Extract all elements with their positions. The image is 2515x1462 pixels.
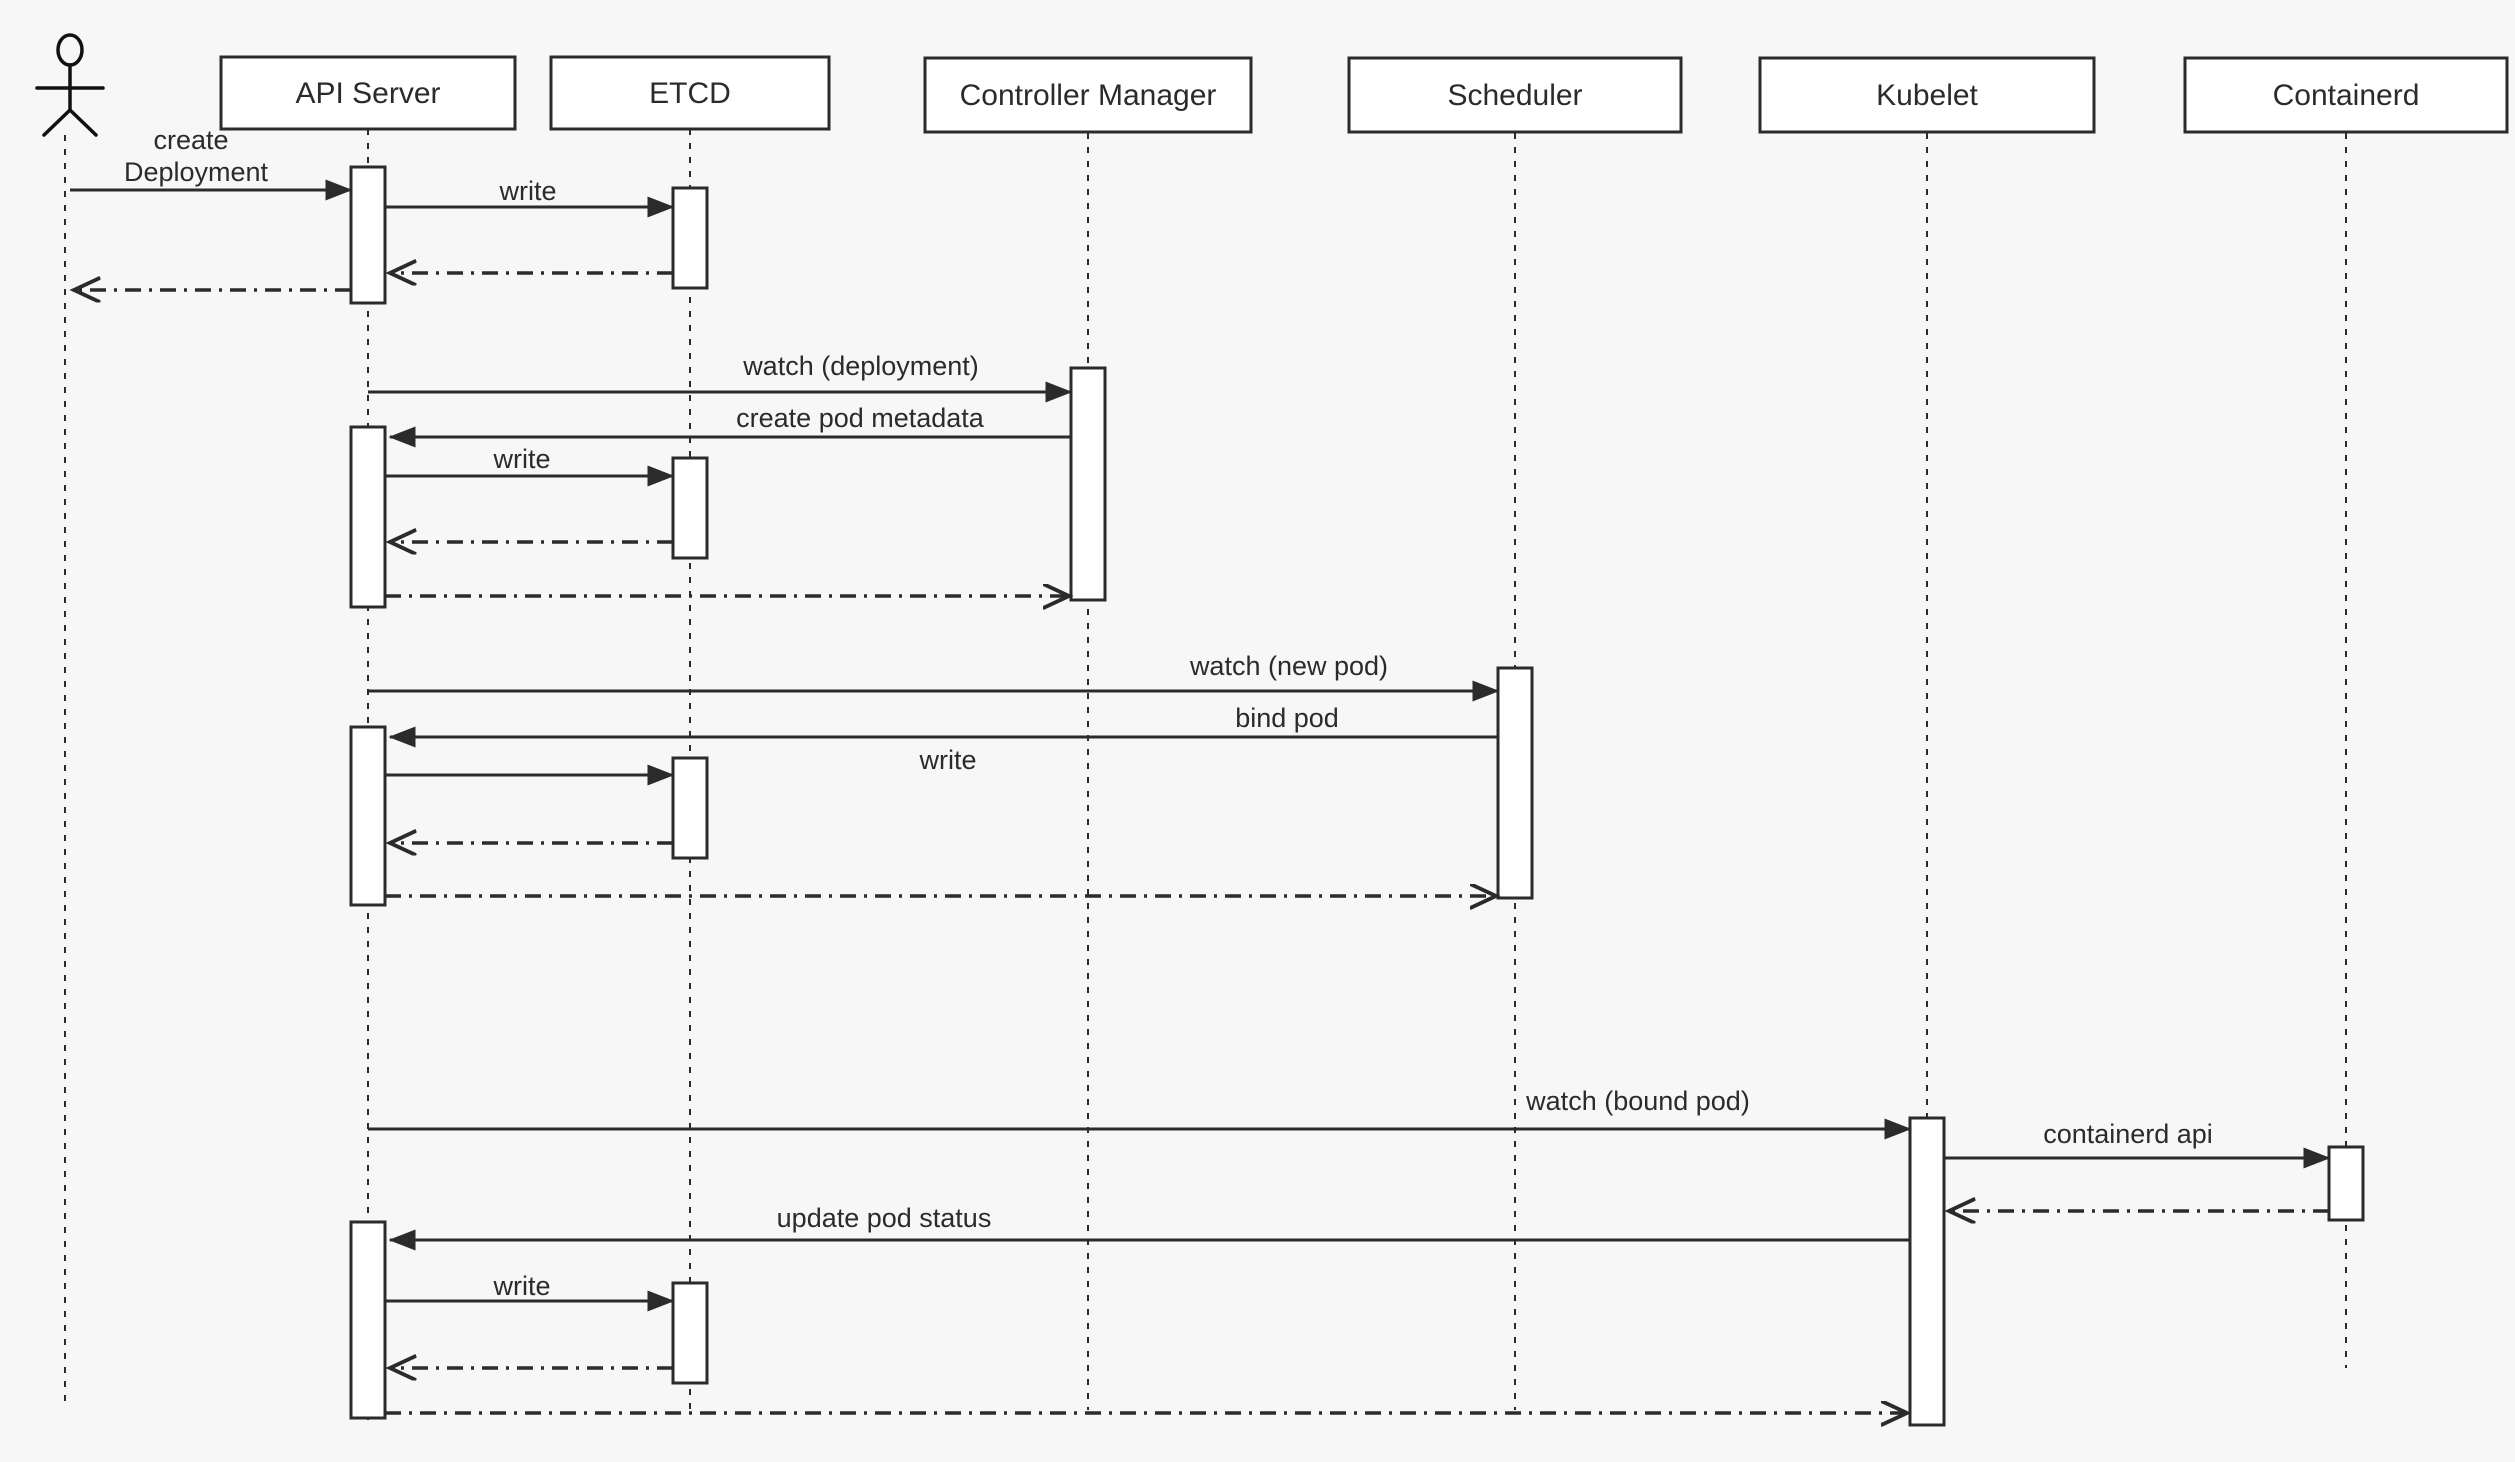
actor-label-kubelet: Kubelet xyxy=(1876,79,1978,112)
message-label-write-2: write xyxy=(492,444,550,474)
message-label-update-pod-status: update pod status xyxy=(777,1203,992,1233)
actor-containerd: Containerd xyxy=(2183,56,2509,134)
activation-api-server-4 xyxy=(349,1220,387,1420)
activation-scheduler xyxy=(1496,666,1534,900)
actor-kubelet: Kubelet xyxy=(1758,56,2096,134)
actor-scheduler: Scheduler xyxy=(1347,56,1683,134)
activation-api-server-3 xyxy=(349,725,387,907)
message-label-create-deployment-line2: Deployment xyxy=(124,157,269,187)
actor-api-server: API Server xyxy=(219,55,517,131)
message-label-watch-new-pod: watch (new pod) xyxy=(1189,651,1388,681)
actor-label-controller-manager: Controller Manager xyxy=(960,79,1217,112)
actor-box-containerd xyxy=(2183,56,2509,134)
activation-etcd-3 xyxy=(671,756,709,860)
activation-controller-manager xyxy=(1069,366,1107,602)
actor-box-etcd xyxy=(549,55,831,131)
activation-containerd xyxy=(2327,1145,2365,1222)
actor-label-etcd: ETCD xyxy=(649,77,731,110)
message-label-write-4: write xyxy=(492,1271,550,1301)
actor-box-controller-manager xyxy=(923,56,1253,134)
actor-label-containerd: Containerd xyxy=(2273,79,2420,112)
actor-box-scheduler xyxy=(1347,56,1683,134)
message-label-watch-deployment: watch (deployment) xyxy=(742,351,979,381)
message-label-containerd-api: containerd api xyxy=(2043,1119,2213,1149)
message-label-bind-pod: bind pod xyxy=(1235,703,1339,733)
actor-box-kubelet xyxy=(1758,56,2096,134)
actor-etcd: ETCD xyxy=(549,55,831,131)
message-label-write-3: write xyxy=(918,745,976,775)
message-label-watch-bound-pod: watch (bound pod) xyxy=(1525,1086,1750,1116)
stick-figure-actor-icon xyxy=(35,33,105,137)
message-label-create-deployment-line1: create xyxy=(153,125,228,155)
message-label-write-1: write xyxy=(498,176,556,206)
activation-kubelet xyxy=(1908,1116,1946,1427)
activation-etcd-1 xyxy=(671,186,709,290)
activation-api-server-2 xyxy=(349,425,387,609)
actor-label-api-server: API Server xyxy=(295,77,440,110)
activation-api-server-1 xyxy=(349,165,387,305)
actor-box-api-server xyxy=(219,55,517,131)
actor-label-scheduler: Scheduler xyxy=(1447,79,1582,112)
activation-etcd-2 xyxy=(671,456,709,560)
actor-controller-manager: Controller Manager xyxy=(923,56,1253,134)
activation-etcd-4 xyxy=(671,1281,709,1385)
message-label-create-pod-metadata: create pod metadata xyxy=(736,403,985,433)
